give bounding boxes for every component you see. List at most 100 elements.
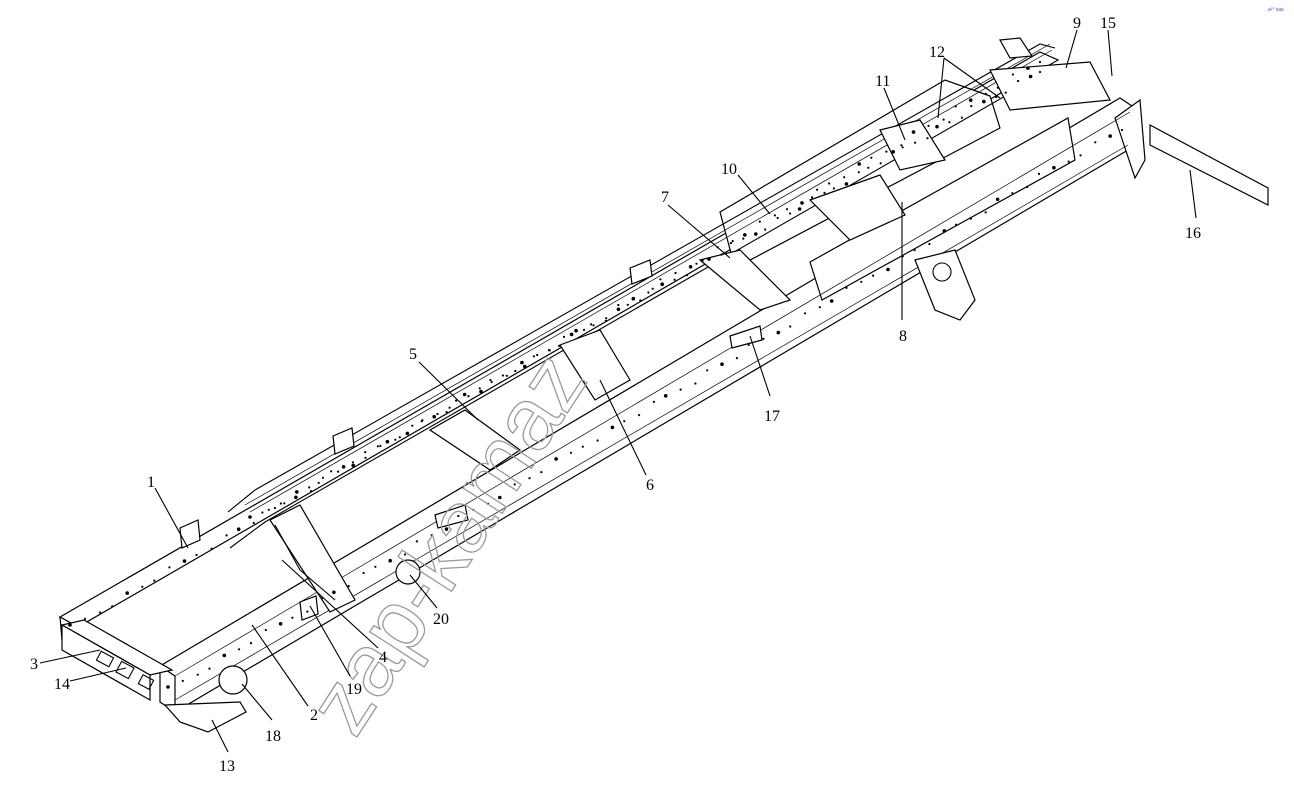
rivet-hole [261,511,264,514]
rivet-hole [337,470,340,473]
rivet-hole [776,216,779,220]
rivet-hole [610,425,615,430]
rivet-hole [743,233,747,237]
rivet-hole [448,406,451,409]
rivet-hole [1038,70,1042,74]
truck-frame [58,37,1269,733]
rivet-hole [638,414,641,417]
rivet-hole [210,547,213,550]
rivet-hole [701,259,704,262]
leader-15 [1107,29,1113,77]
rivet-hole [673,278,676,281]
rivet-hole [785,208,789,211]
rivet-hole [554,457,558,461]
rivet-hole [969,217,973,220]
leader-2 [251,624,309,707]
callout-4: 4 [379,649,387,666]
rivet-hole [125,591,129,595]
rivet-hole [558,344,561,347]
rivet-hole [273,506,276,510]
rivet-hole [828,182,831,185]
rivet-hole [415,540,418,543]
rivet-hole [278,622,283,626]
rivet-hole [455,399,458,402]
rivet-hole [444,527,449,531]
rivet-hole [1011,192,1014,195]
rivet-hole [405,431,410,436]
rivet-hole [364,456,367,459]
callout-18: 18 [265,728,281,745]
rivet-hole [111,605,114,608]
rivet-hole [995,96,998,99]
rivet-hole [505,374,508,377]
leader-11 [883,87,906,141]
leader-13 [211,719,229,753]
callout-2: 2 [310,707,318,724]
rivet-hole [729,242,733,245]
leader-19 [309,605,351,677]
rivet-hole [674,271,677,275]
callout-12: 12 [929,44,945,61]
rivet-hole [679,388,682,391]
callout-8: 8 [899,328,907,345]
skid-plate [163,701,247,733]
rivet-hole [995,197,1000,202]
rivet-hole [663,394,668,398]
rivet-hole [695,262,698,265]
rivet-hole [411,424,414,427]
rivet-hole [626,303,629,306]
rivet-hole [582,328,586,331]
callout-5: 5 [409,346,417,363]
rivet-hole [489,378,492,382]
rivet-hole [1120,128,1124,132]
rivet-hole [954,105,957,108]
rivet-hole [764,228,767,231]
rivet-hole [279,502,282,505]
rivet-hole [870,156,873,159]
spring-bracket [914,249,976,321]
rivet-hole [651,287,654,290]
rivet-hole [309,490,313,493]
rivet-hole [208,667,211,670]
rivet-hole [379,444,382,447]
left-side-rail [58,43,1060,649]
callout-13: 13 [219,758,235,775]
callout-10: 10 [721,161,737,178]
rivet-hole [604,319,608,322]
corner-mark: a²° sas [1268,7,1284,13]
leader-9 [1065,29,1078,69]
rivet-hole [249,642,253,645]
rivet-hole [960,116,964,119]
rivet-holes [68,60,1124,689]
rivet-hole [926,137,929,140]
rivet-hole [758,220,761,223]
rivet-hole [548,349,551,352]
rivet-hole [596,439,599,442]
rivet-hole [562,335,566,338]
rivet-hole [540,471,543,474]
callout-17: 17 [764,408,780,425]
rivet-hole [911,130,916,134]
rivet-hole [330,470,333,473]
rivet-hole [394,438,397,441]
rivet-hole [306,610,309,613]
rivet-hole [1017,79,1020,83]
rivet-hole [823,191,826,194]
rivet-hole [294,495,298,500]
leader-17 [749,335,771,397]
rivet-hole [754,232,758,236]
rivet-hole [520,360,524,365]
rivet-hole [569,332,574,337]
rivet-hole [913,249,916,252]
callout-20: 20 [433,611,449,628]
rivet-hole [996,86,999,89]
rivet-hole [927,124,930,127]
rivet-hole [800,201,804,205]
rivet-hole [347,585,350,588]
rivet-hole [762,337,765,340]
right-side-rail [159,97,1146,714]
rivet-hole [968,98,973,102]
rivet-hole [900,144,903,147]
rivet-hole [181,679,184,683]
rivet-hole [867,166,870,169]
